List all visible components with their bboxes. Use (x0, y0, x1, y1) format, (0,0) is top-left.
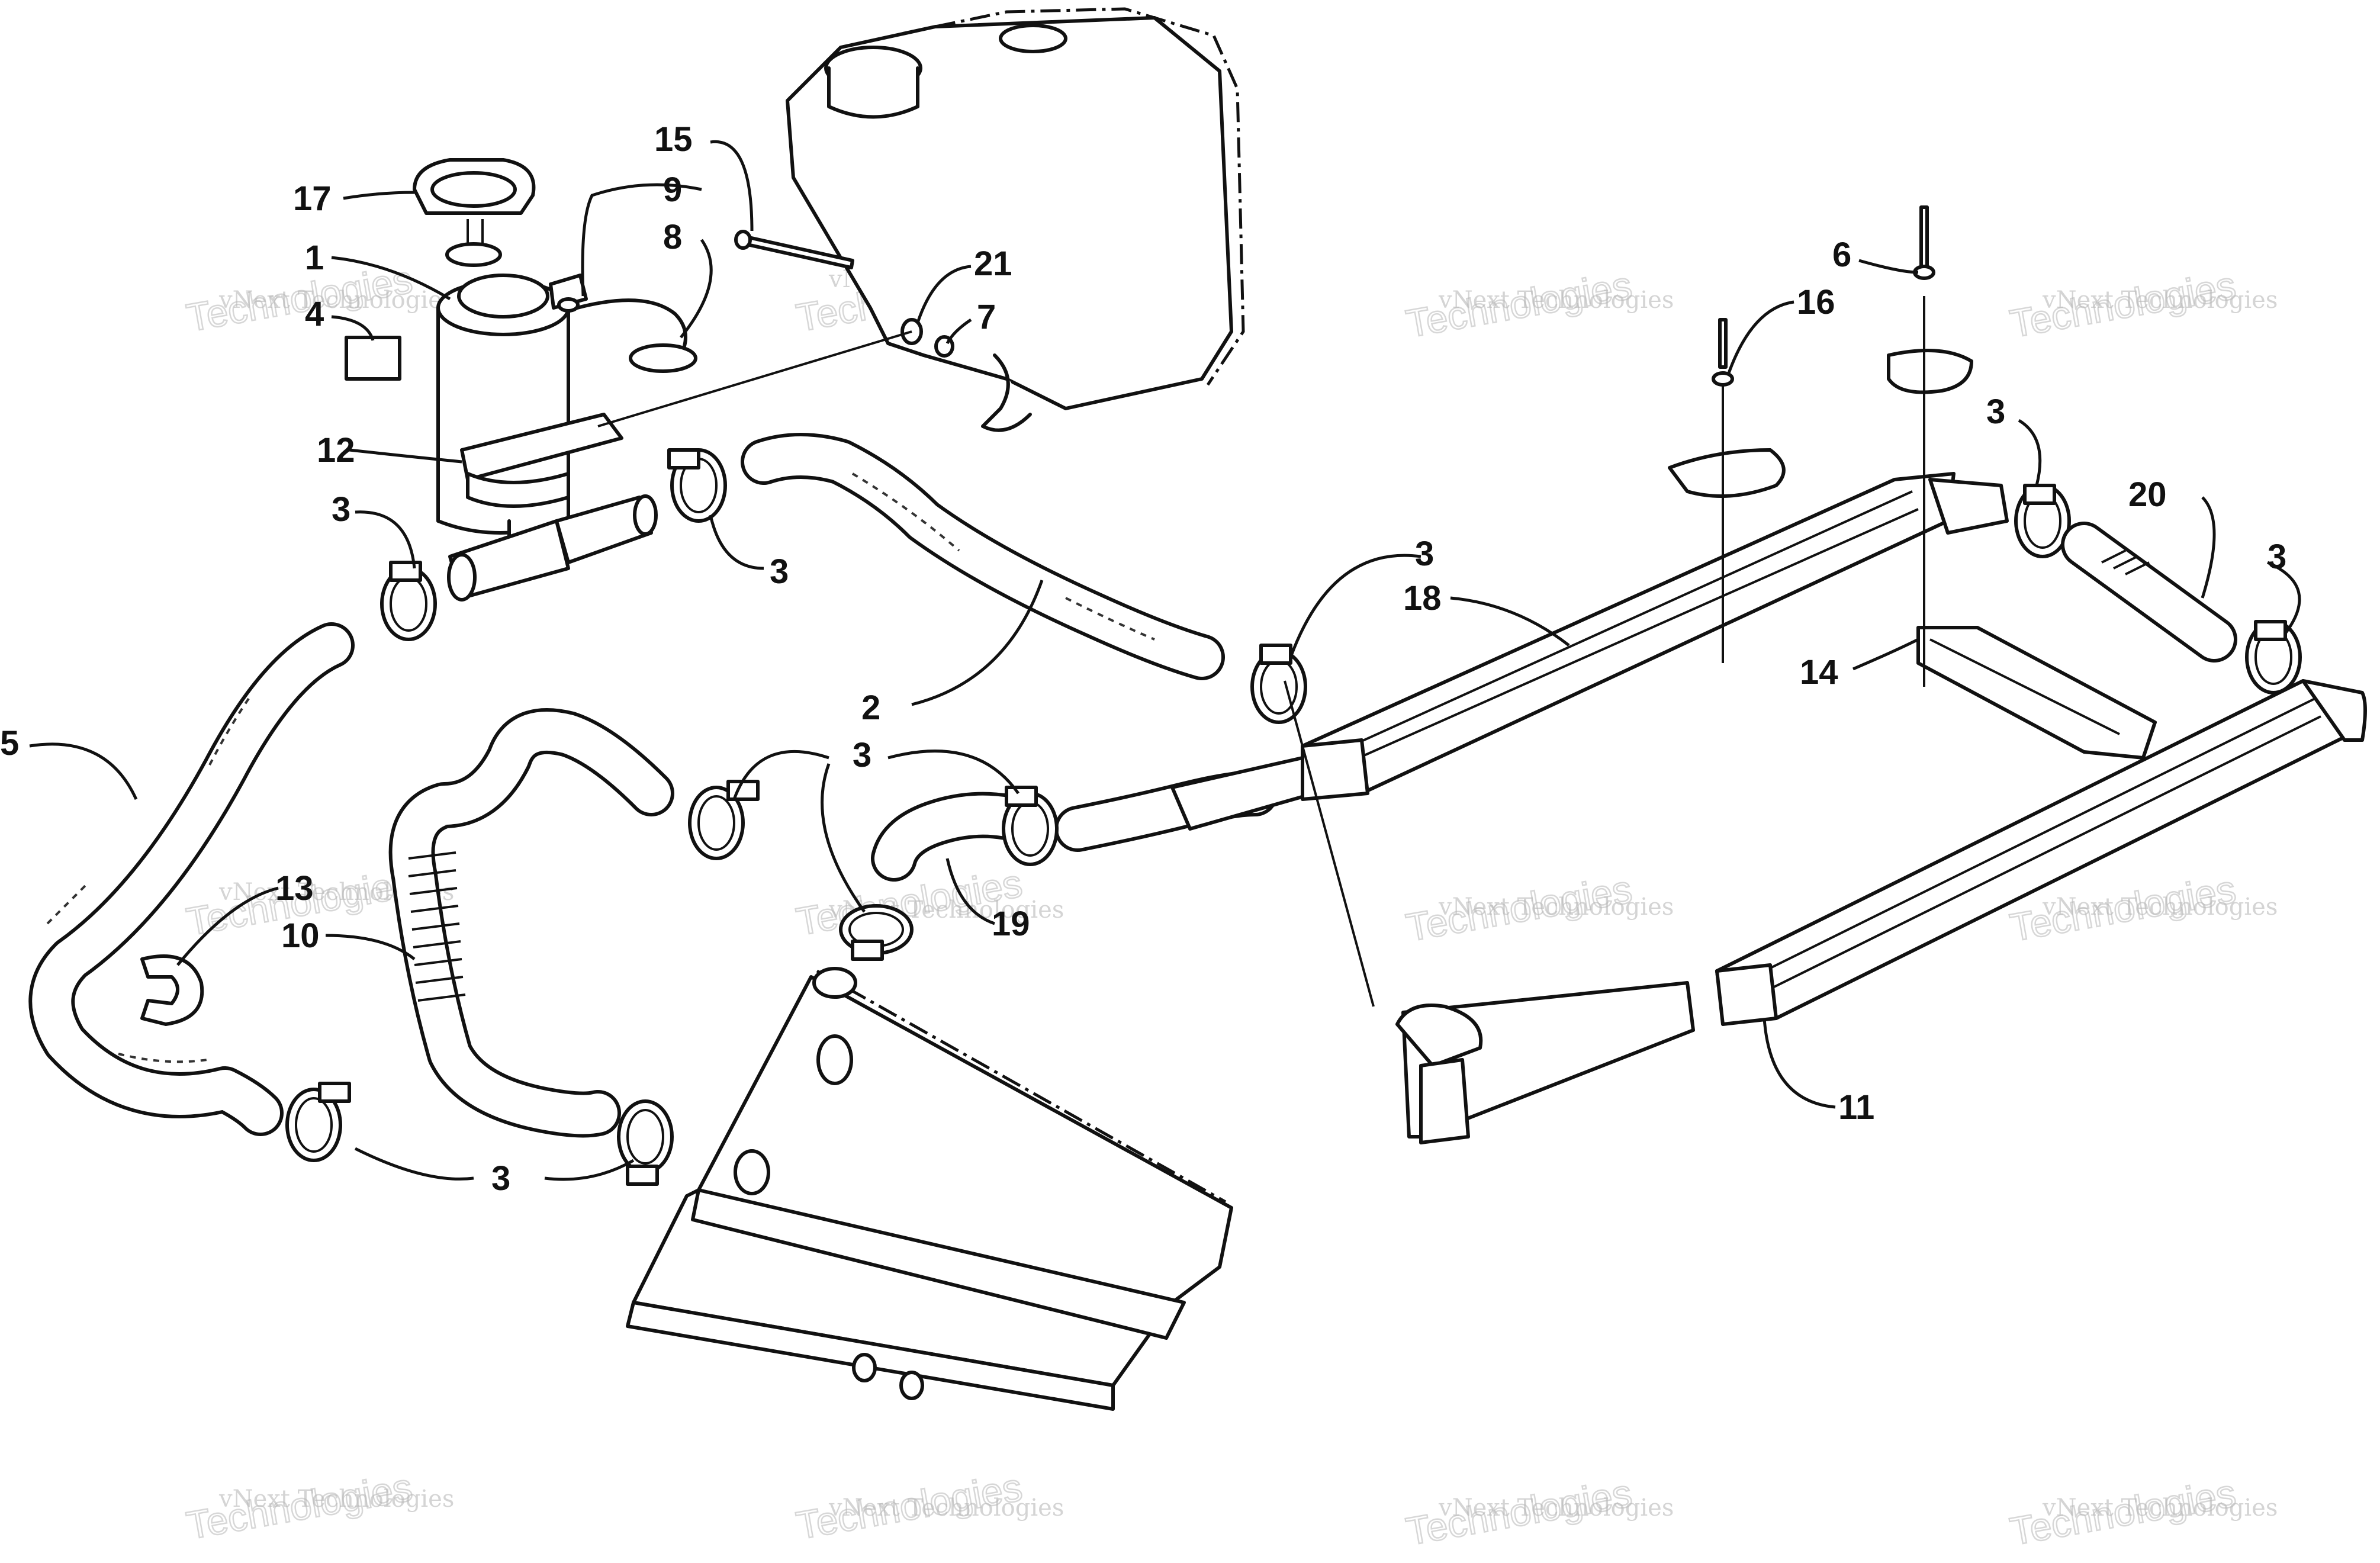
callout-3: 3 (332, 490, 350, 529)
svg-text:vNext Technologies: vNext Technologies (828, 1494, 1064, 1522)
screw-head (734, 230, 752, 250)
connector-tube (1054, 756, 1316, 852)
hose-clamp (2245, 620, 2302, 694)
callout-16: 16 (1797, 283, 1835, 321)
decal (345, 336, 401, 381)
hose-left (28, 622, 355, 1136)
callout-13: 13 (275, 869, 314, 908)
vent-hose (557, 297, 697, 373)
callout-3: 3 (770, 552, 789, 591)
callout-12: 12 (317, 431, 355, 469)
expansion-tank (436, 274, 658, 602)
callout-3: 3 (1415, 535, 1434, 573)
callout-14: 14 (1800, 653, 1838, 692)
callout-21: 21 (974, 245, 1012, 283)
svg-text:vNext Technologies: vNext Technologies (218, 1485, 454, 1513)
callout-9: 9 (663, 171, 682, 209)
callout-6: 6 (1832, 236, 1851, 274)
hose-clamp (1002, 786, 1059, 866)
callout-2: 2 (861, 689, 880, 727)
callout-19: 19 (992, 905, 1030, 943)
callout-7: 7 (977, 298, 996, 336)
callout-15: 15 (654, 120, 693, 159)
callout-leaders (29, 140, 2301, 1181)
tunnel-cooler-lower (1715, 679, 2367, 1026)
hose-right (2061, 522, 2237, 662)
callout-5: 5 (0, 724, 19, 763)
callout-labels: 17 1 4 12 3 9 8 15 21 7 3 5 2 3 3 13 10 … (0, 120, 2286, 1198)
callout-17: 17 (293, 179, 332, 218)
callout-10: 10 (281, 916, 320, 955)
svg-text:vNext Technologies: vNext Technologies (1438, 287, 1674, 314)
hose-corrugated (388, 708, 674, 1138)
svg-text:vNext Technologies: vNext Technologies (1438, 1494, 1674, 1522)
front-heat-exchanger (626, 967, 1233, 1411)
hose-clamp (2014, 484, 2071, 558)
svg-text:vNext Technologies: vNext Technologies (2042, 893, 2278, 921)
floor-plate (1668, 318, 1786, 663)
hose-clip (140, 954, 204, 1026)
callout-3: 3 (1986, 393, 2005, 431)
callout-3: 3 (853, 736, 871, 774)
hose-clamp (667, 448, 727, 523)
cooler-outlet (1395, 981, 1695, 1144)
svg-text:vNext Technologies: vNext Technologies (218, 287, 454, 314)
hose-clamp (688, 780, 760, 860)
hose-upper (741, 433, 1225, 680)
radiator-cap (413, 158, 536, 267)
callout-11: 11 (1838, 1088, 1874, 1127)
callout-18: 18 (1403, 579, 1442, 618)
callout-8: 8 (663, 218, 682, 256)
tunnel-cooler-upper (1301, 472, 2009, 801)
support-channel (1916, 626, 2157, 760)
callout-1: 1 (305, 239, 324, 277)
hose-short (871, 792, 1030, 882)
svg-text:vNext Technologies: vNext Technologies (1438, 893, 1674, 921)
guide-line (597, 330, 912, 427)
hose-clamp (617, 1099, 674, 1186)
callout-3: 3 (2268, 538, 2286, 576)
floor-plate (1887, 205, 1973, 687)
callout-20: 20 (2128, 475, 2167, 514)
svg-text:vNext Technologies: vNext Technologies (2042, 287, 2278, 314)
callout-4: 4 (305, 295, 324, 333)
hose-clamp (1250, 644, 1307, 724)
hose-clamp (285, 1082, 351, 1162)
overflow-reservoir (786, 7, 1245, 432)
guide-line (1284, 680, 1375, 1007)
svg-text:vNext Technologies: vNext Technologies (2042, 1494, 2278, 1522)
hose-clamp (839, 904, 914, 961)
callout-3: 3 (491, 1159, 510, 1198)
hose-clamp (380, 561, 437, 641)
